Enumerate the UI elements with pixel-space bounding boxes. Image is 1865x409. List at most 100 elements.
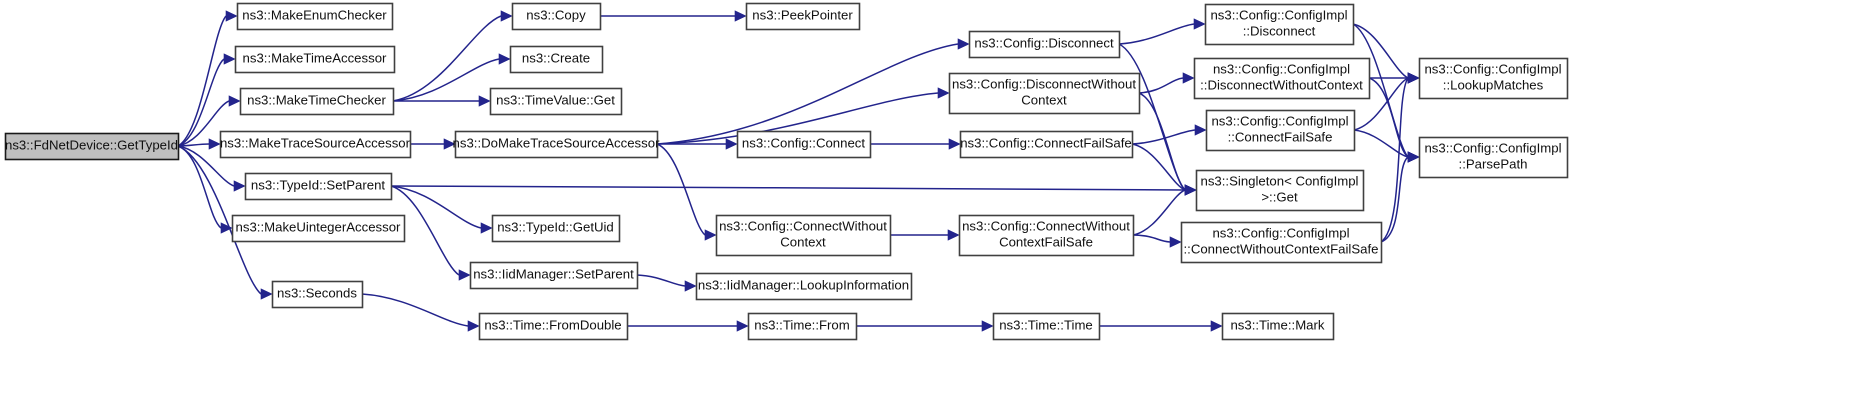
node-box <box>992 312 1101 341</box>
arrowhead-icon <box>734 10 747 22</box>
node-box <box>747 312 858 341</box>
arrowhead-icon <box>704 229 717 241</box>
graph-node-ns3-peekpointer[interactable]: ns3::PeekPointer <box>745 2 861 31</box>
graph-node-ns3-create[interactable]: ns3::Create <box>509 45 604 74</box>
node-box <box>736 130 872 159</box>
arrowhead-icon <box>443 138 456 150</box>
graph-node-ns3-makeenumchecker[interactable]: ns3::MakeEnumChecker <box>236 2 394 31</box>
arrowhead-icon <box>1407 151 1420 163</box>
graph-node-ns3-iidmanager-lookupinformation[interactable]: ns3::IidManager::LookupInformation <box>695 272 913 301</box>
graph-node-ns3-config-configimpl-disconnectwithoutcontext[interactable]: ns3::Config::ConfigImpl::DisconnectWitho… <box>1193 57 1371 100</box>
node-label: ns3::Time::Mark <box>1230 317 1324 332</box>
graph-node-ns3-time-from[interactable]: ns3::Time::From <box>747 312 858 341</box>
arrowhead-icon <box>228 95 241 107</box>
graph-node-ns3-config-configimpl-disconnect[interactable]: ns3::Config::ConfigImpl::Disconnect <box>1204 3 1355 46</box>
graph-node-ns3-config-connectwithout-contextfailsafe[interactable]: ns3::Config::ConnectWithoutContextFailSa… <box>958 214 1135 257</box>
graph-node-ns3-seconds[interactable]: ns3::Seconds <box>271 280 364 309</box>
edge-root-to-makeenum <box>177 15 227 147</box>
graph-node-ns3-iidmanager-setparent[interactable]: ns3::IidManager::SetParent <box>469 261 639 290</box>
node-box <box>695 272 913 301</box>
node-label: ns3::Config::ConfigImpl <box>1212 225 1349 240</box>
graph-node-ns3-fdnetdevice-gettypeid[interactable]: ns3::FdNetDevice::GetTypeId <box>4 132 180 161</box>
edge-implcfs-to-lookupmatch <box>1353 77 1409 131</box>
edge-seconds-to-fromdouble <box>361 293 469 327</box>
node-label: ns3::PeekPointer <box>752 7 853 22</box>
graph-node-ns3-config-disconnect[interactable]: ns3::Config::Disconnect <box>968 30 1121 59</box>
graph-node-ns3-time-mark[interactable]: ns3::Time::Mark <box>1221 312 1335 341</box>
edge-root-to-seconds <box>177 145 262 295</box>
graph-node-ns3-typeid-getuid[interactable]: ns3::TypeId::GetUid <box>491 214 621 243</box>
node-label: ns3::IidManager::SetParent <box>473 266 634 281</box>
edge-cfgcwcfs-to-singleton <box>1132 189 1186 236</box>
node-box <box>959 130 1134 159</box>
node-label: ns3::Config::ConfigImpl <box>1210 7 1347 22</box>
node-layer: ns3::FdNetDevice::GetTypeId ns3::MakeEnum… <box>4 2 1569 341</box>
edge-cfgcfs-to-singleton <box>1131 143 1186 191</box>
edge-root-to-maketimechk <box>177 100 230 147</box>
node-label: ns3::Config::ConnectFailSafe <box>960 135 1132 150</box>
node-box <box>454 130 659 159</box>
node-label: ::Disconnect <box>1243 23 1316 38</box>
node-label: ::ParsePath <box>1459 156 1528 171</box>
arrowhead-icon <box>947 229 960 241</box>
node-label: ns3::Config::ConfigImpl <box>1211 113 1348 128</box>
node-box <box>234 45 396 74</box>
node-label: Context <box>1021 92 1067 107</box>
graph-node-ns3-config-disconnectwithout-context[interactable]: ns3::Config::DisconnectWithoutContext <box>948 72 1141 115</box>
edge-layer <box>177 10 1420 332</box>
graph-node-ns3-time-time[interactable]: ns3::Time::Time <box>992 312 1101 341</box>
arrowhead-icon <box>480 222 493 234</box>
arrowhead-icon <box>458 269 471 281</box>
graph-node-ns3-config-connect[interactable]: ns3::Config::Connect <box>736 130 872 159</box>
node-box <box>491 214 621 243</box>
edge-cfgdwc-to-singleton <box>1138 92 1186 191</box>
node-box <box>478 312 629 341</box>
graph-node-ns3-config-connectfailsafe[interactable]: ns3::Config::ConnectFailSafe <box>959 130 1134 159</box>
graph-node-ns3-domaketracesourceaccessor[interactable]: ns3::DoMakeTraceSourceAccessor <box>453 130 661 159</box>
graph-node-ns3-maketimechecker[interactable]: ns3::MakeTimeChecker <box>239 87 395 116</box>
node-box <box>1205 109 1356 152</box>
graph-node-ns3-time-fromdouble[interactable]: ns3::Time::FromDouble <box>478 312 629 341</box>
node-box <box>489 87 623 116</box>
node-label: ns3::Create <box>522 50 590 65</box>
edge-cfgcfs-to-implcfs <box>1131 129 1196 145</box>
node-label: ns3::Config::ConfigImpl <box>1424 61 1561 76</box>
graph-node-ns3-typeid-setparent[interactable]: ns3::TypeId::SetParent <box>244 172 393 201</box>
arrowhead-icon <box>736 320 749 332</box>
graph-node-ns3-config-configimpl-connectwithoutcontextfailsafe[interactable]: ns3::Config::ConfigImpl::ConnectWithoutC… <box>1180 221 1383 264</box>
graph-node-ns3-maketracesourceaccessor[interactable]: ns3::MakeTraceSourceAccessor <box>219 130 412 159</box>
arrowhead-icon <box>1193 18 1206 30</box>
node-box <box>1418 57 1569 100</box>
node-box <box>509 45 604 74</box>
edge-cfgdisc-to-implodisc <box>1118 23 1195 45</box>
arrowhead-icon <box>957 38 970 50</box>
arrowhead-icon <box>1184 184 1197 196</box>
node-label: ns3::Config::ConnectWithout <box>719 218 887 233</box>
arrowhead-icon <box>948 138 961 150</box>
graph-node-ns3-singleton-configimpl-get[interactable]: ns3::Singleton< ConfigImpl>::Get <box>1195 169 1365 212</box>
node-label: ns3::TimeValue::Get <box>496 92 615 107</box>
arrowhead-icon <box>478 95 491 107</box>
node-box <box>958 214 1135 257</box>
graph-node-ns3-config-configimpl-parsepath[interactable]: ns3::Config::ConfigImpl::ParsePath <box>1418 136 1569 179</box>
node-label: ns3::TypeId::SetParent <box>251 177 385 192</box>
graph-node-ns3-config-configimpl-lookupmatches[interactable]: ns3::Config::ConfigImpl::LookupMatches <box>1418 57 1569 100</box>
edge-implcfs-to-parsepath <box>1353 129 1409 158</box>
node-box <box>1195 169 1365 212</box>
edge-domaketrace-to-cfgdisc <box>656 43 959 145</box>
node-box <box>715 214 892 257</box>
graph-node-ns3-config-configimpl-connectfailsafe[interactable]: ns3::Config::ConfigImpl::ConnectFailSafe <box>1205 109 1356 152</box>
graph-node-ns3-copy[interactable]: ns3::Copy <box>511 2 602 31</box>
graph-node-ns3-timevalue-get[interactable]: ns3::TimeValue::Get <box>489 87 623 116</box>
arrowhead-icon <box>1194 124 1207 136</box>
arrowhead-icon <box>1182 72 1195 84</box>
arrowhead-icon <box>233 180 246 192</box>
node-label: ns3::Config::ConfigImpl <box>1424 140 1561 155</box>
graph-node-ns3-maketimeaccessor[interactable]: ns3::MakeTimeAccessor <box>234 45 396 74</box>
node-label: Context <box>780 234 826 249</box>
arrowhead-icon <box>220 222 233 234</box>
graph-node-ns3-makeuintegeraccessor[interactable]: ns3::MakeUintegerAccessor <box>231 214 406 243</box>
graph-node-ns3-config-connectwithout-context[interactable]: ns3::Config::ConnectWithoutContext <box>715 214 892 257</box>
